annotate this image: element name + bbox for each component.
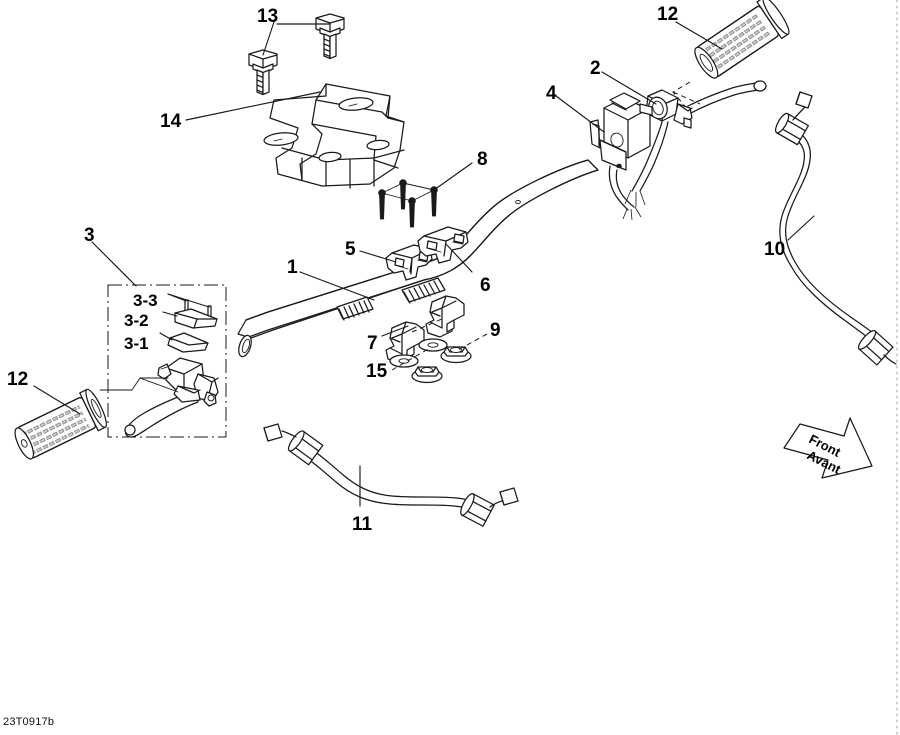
drawing-number: 23T0917b xyxy=(3,716,55,728)
front-direction-arrow: Front Avant xyxy=(783,417,873,479)
callout-15: 15 xyxy=(366,361,388,382)
callout-3: 3 xyxy=(84,225,95,246)
callout-6: 6 xyxy=(480,275,491,296)
callout-2: 2 xyxy=(590,58,601,79)
callout-7: 7 xyxy=(367,333,378,354)
part-3-1-diaphragm xyxy=(159,332,209,353)
callout-11: 11 xyxy=(352,514,373,535)
callout-12b: 12 xyxy=(7,369,29,390)
part-5-clamp-upper-left xyxy=(359,244,433,281)
master-cylinder-body xyxy=(99,357,219,438)
callout-1: 1 xyxy=(287,257,298,278)
callout-8: 8 xyxy=(477,149,488,170)
part-12-grip-right xyxy=(672,0,790,111)
part-8-clamp-screws xyxy=(378,162,473,228)
part-9-flange-nuts xyxy=(411,333,488,384)
callout-4: 4 xyxy=(546,83,557,104)
callout-3-3: 3-3 xyxy=(133,291,158,310)
callout-12: 12 xyxy=(657,4,679,25)
part-10-brake-hose-upper xyxy=(774,91,897,366)
part-3-2-cover xyxy=(162,308,218,329)
callout-5: 5 xyxy=(345,239,356,260)
callout-13: 13 xyxy=(257,6,279,27)
part-11-brake-hose-lower xyxy=(263,423,519,527)
part-14-mounting-bracket xyxy=(185,83,405,189)
part-3-master-cylinder-assembly xyxy=(91,241,227,438)
part-7-clamps-lower xyxy=(381,295,465,364)
callout-3-2: 3-2 xyxy=(124,311,149,330)
part-12-grip-left xyxy=(14,385,108,460)
callout-9: 9 xyxy=(490,320,501,341)
callout-14: 14 xyxy=(160,111,182,132)
part-2-throttle-cable xyxy=(601,71,767,207)
part-13-bracket-bolts xyxy=(248,13,345,96)
part-15-flat-washers xyxy=(389,338,448,371)
callout-10: 10 xyxy=(764,239,786,260)
callout-3-1: 3-1 xyxy=(124,334,149,353)
part-6-clamp-upper-right xyxy=(417,226,473,273)
part-4-switch-housing xyxy=(555,92,653,221)
part-1-handlebar xyxy=(237,159,599,358)
